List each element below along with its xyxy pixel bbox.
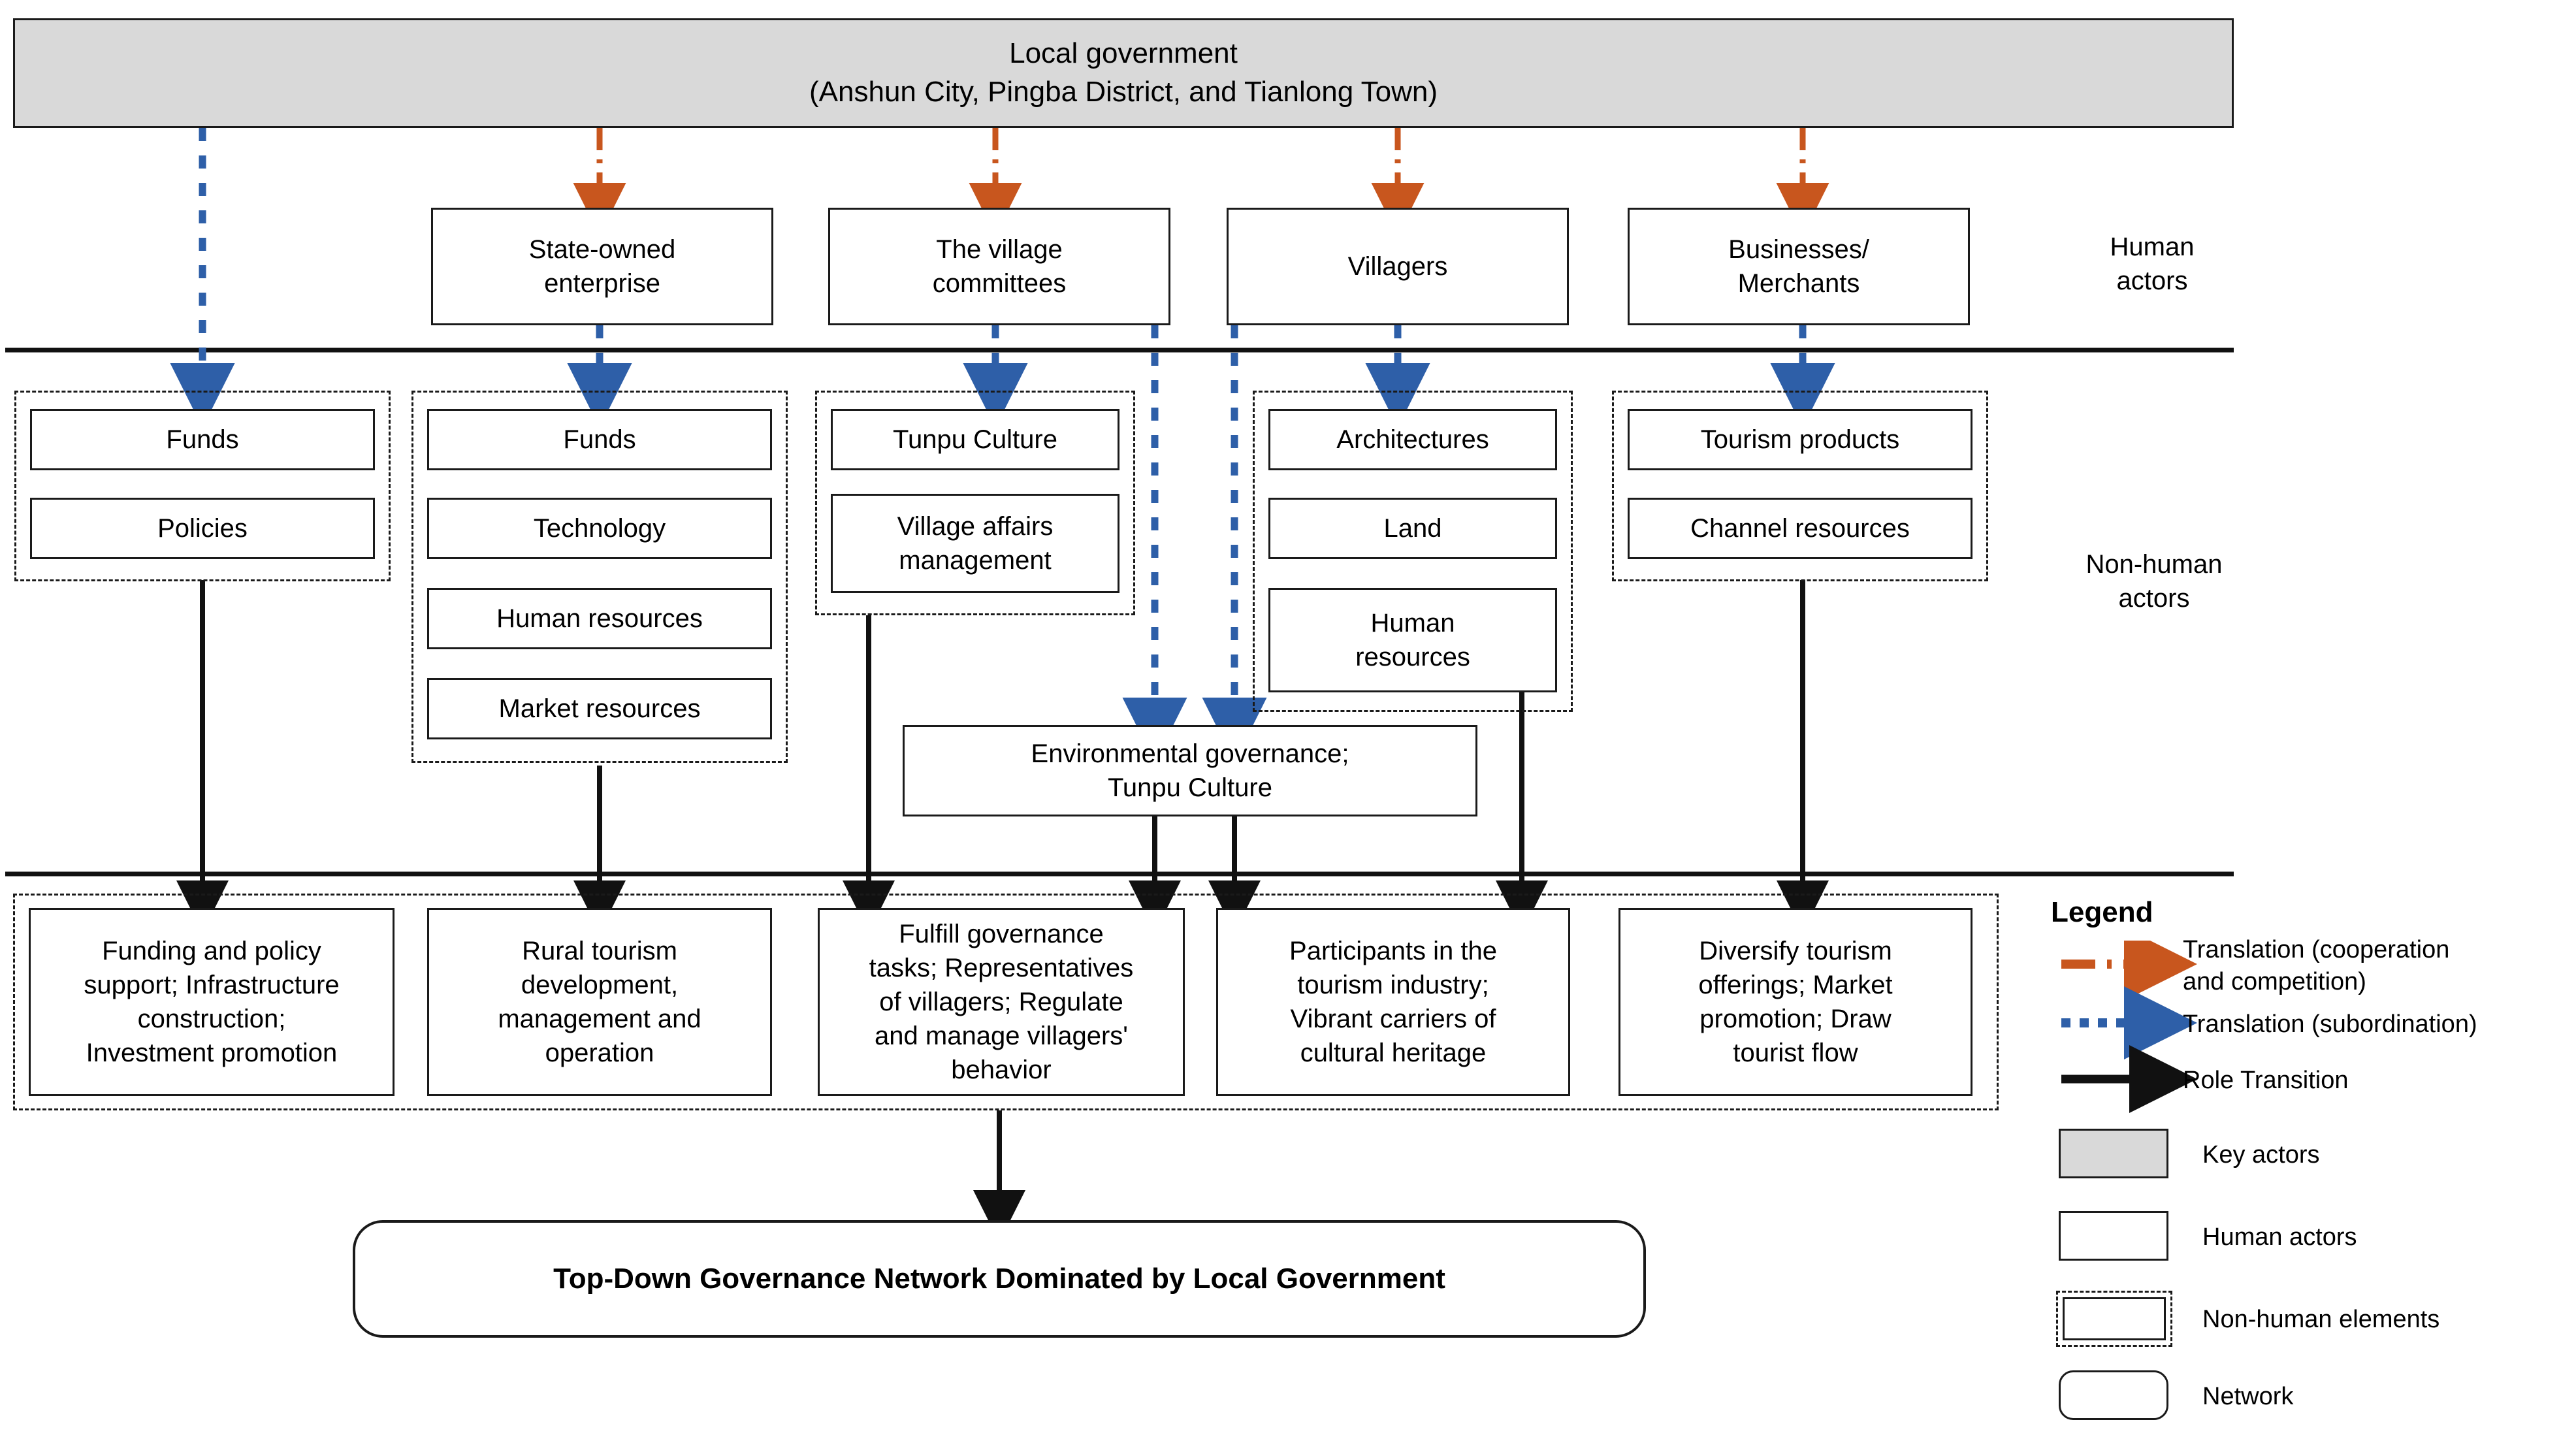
shared-resource-label: Environmental governance; Tunpu Culture <box>1031 739 1349 802</box>
legend-swatch-non-human-elements <box>2056 1291 2172 1347</box>
role-outcome-state-owned-enterprise[interactable]: Rural tourism development, management an… <box>427 908 772 1096</box>
role-outcome-label: Rural tourism development, management an… <box>498 937 701 1067</box>
legend-label-cooperation: Translation (cooperation and competition… <box>2183 936 2450 996</box>
human-actor-state-owned-enterprise[interactable]: State-owned enterprise <box>431 208 773 325</box>
legend-label-role-transition: Role Transition <box>2183 1067 2349 1094</box>
human-actor-label: State-owned enterprise <box>528 235 676 298</box>
role-outcomes-container <box>13 894 1999 1110</box>
legend-title: Legend <box>2051 896 2153 928</box>
nonhuman-item-label: Village affairs management <box>897 512 1054 575</box>
local-government-subtitle: (Anshun City, Pingba District, and Tianl… <box>809 76 1438 108</box>
shared-resource-outflow-arrows <box>1129 813 1261 933</box>
role-outcome-businesses-merchants[interactable]: Diversify tourism offerings; Market prom… <box>1618 908 1972 1096</box>
nonhuman-group-village-committees <box>815 391 1135 615</box>
nonhuman-item-label: Human resources <box>1355 609 1470 671</box>
nonhuman-item-funds[interactable]: Funds <box>30 409 375 470</box>
legend-label-key-actors: Key actors <box>2202 1141 2320 1169</box>
nonhuman-item-label: Human resources <box>496 604 703 633</box>
nonhuman-item-human-resources[interactable]: Human resources <box>1268 588 1557 692</box>
human-actor-villagers[interactable]: Villagers <box>1227 208 1569 325</box>
local-government-title: Local government <box>1009 37 1238 70</box>
role-outcome-label: Participants in the tourism industry; Vi… <box>1289 937 1497 1067</box>
nonhuman-item-technology[interactable]: Technology <box>427 498 772 559</box>
local-government-box[interactable]: Local government (Anshun City, Pingba Di… <box>13 18 2234 128</box>
shared-resource-box-environmental-governance[interactable]: Environmental governance; Tunpu Culture <box>903 725 1477 816</box>
network-outcome-box[interactable]: Top-Down Governance Network Dominated by… <box>353 1220 1646 1338</box>
role-outcome-villagers[interactable]: Participants in the tourism industry; Vi… <box>1216 908 1570 1096</box>
nonhuman-item-policies[interactable]: Policies <box>30 498 375 559</box>
nonhuman-item-funds[interactable]: Funds <box>427 409 772 470</box>
translation-cooperation-arrows <box>573 128 1829 236</box>
nonhuman-item-label: Architectures <box>1336 425 1489 454</box>
legend-swatch-human-actors <box>2059 1211 2168 1261</box>
nonhuman-group-local-government <box>14 391 391 581</box>
human-actor-label: The village committees <box>932 235 1067 298</box>
side-label-non-human-actors: Non-human actors <box>2085 550 2223 613</box>
nonhuman-item-label: Channel resources <box>1690 514 1910 543</box>
role-outcome-label: Funding and policy support; Infrastructu… <box>84 937 340 1067</box>
nonhuman-item-label: Market resources <box>498 694 701 723</box>
human-actor-label: Businesses/ Merchants <box>1728 235 1869 298</box>
network-outcome-label: Top-Down Governance Network Dominated by… <box>553 1263 1445 1295</box>
nonhuman-group-state-owned-enterprise <box>411 391 788 763</box>
role-outcome-label: Diversify tourism offerings; Market prom… <box>1698 937 1893 1067</box>
role-outcome-local-government[interactable]: Funding and policy support; Infrastructu… <box>29 908 394 1096</box>
nonhuman-item-tourism-products[interactable]: Tourism products <box>1628 409 1972 470</box>
nonhuman-item-label: Tourism products <box>1700 425 1900 454</box>
nonhuman-item-village-affairs-management[interactable]: Village affairs management <box>831 494 1119 593</box>
legend-label-subordination: Translation (subordination) <box>2183 1010 2477 1038</box>
nonhuman-item-label: Land <box>1383 514 1442 543</box>
nonhuman-item-label: Funds <box>563 425 636 454</box>
legend-label-non-human-elements: Non-human elements <box>2202 1306 2440 1333</box>
nonhuman-item-tunpu-culture[interactable]: Tunpu Culture <box>831 409 1119 470</box>
legend-swatch-key-actors <box>2059 1129 2168 1178</box>
nonhuman-item-land[interactable]: Land <box>1268 498 1557 559</box>
nonhuman-item-label: Tunpu Culture <box>893 425 1057 454</box>
side-label-human-actors: Human actors <box>2110 233 2195 295</box>
legend-swatch-network <box>2059 1370 2168 1420</box>
nonhuman-item-label: Policies <box>157 514 248 543</box>
nonhuman-item-label: Funds <box>166 425 239 454</box>
legend-label-human-actors: Human actors <box>2202 1223 2357 1251</box>
human-actor-village-committees[interactable]: The village committees <box>828 208 1170 325</box>
nonhuman-item-human-resources[interactable]: Human resources <box>427 588 772 649</box>
role-outcome-village-committees[interactable]: Fulfill governance tasks; Representative… <box>818 908 1185 1096</box>
nonhuman-group-businesses-merchants <box>1612 391 1988 581</box>
human-actor-label: Villagers <box>1347 252 1448 281</box>
legend-label-network: Network <box>2202 1383 2294 1410</box>
nonhuman-group-villagers <box>1253 391 1573 712</box>
nonhuman-item-label: Technology <box>533 514 666 543</box>
role-outcome-label: Fulfill governance tasks; Representative… <box>869 920 1134 1084</box>
nonhuman-item-market-resources[interactable]: Market resources <box>427 678 772 739</box>
nonhuman-item-channel-resources[interactable]: Channel resources <box>1628 498 1972 559</box>
human-actor-businesses-merchants[interactable]: Businesses/ Merchants <box>1628 208 1970 325</box>
legend-symbol-layer <box>2061 941 2197 1113</box>
nonhuman-item-architectures[interactable]: Architectures <box>1268 409 1557 470</box>
legend-swatch-inner-rect <box>2063 1297 2166 1340</box>
